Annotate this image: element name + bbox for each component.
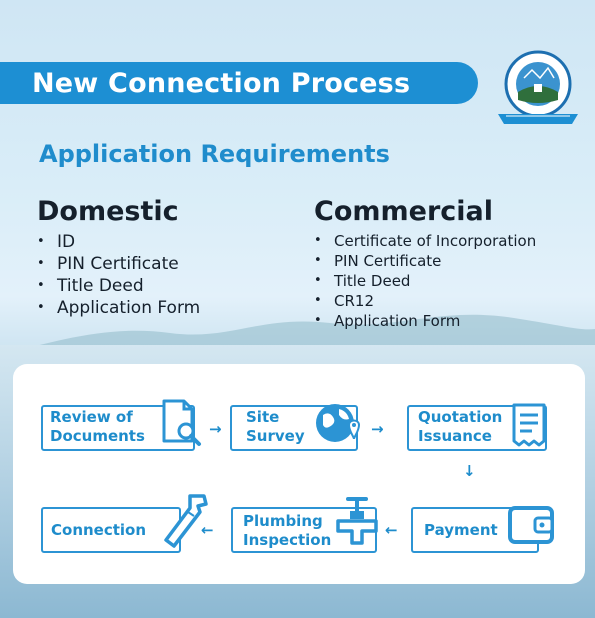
commercial-list: Certificate of Incorporation PIN Certifi… (314, 231, 536, 331)
commercial-heading: Commercial (314, 196, 493, 227)
wrench-icon (164, 494, 208, 548)
receipt-icon (512, 403, 546, 447)
step-connection (41, 507, 181, 553)
list-item: ID (37, 231, 200, 253)
arrow-down-icon: ↓ (463, 462, 476, 480)
list-item: PIN Certificate (314, 251, 536, 271)
list-item: Application Form (314, 311, 536, 331)
list-item: Application Form (37, 297, 200, 319)
pipe-valve-icon (336, 497, 378, 545)
list-item: Certificate of Incorporation (314, 231, 536, 251)
domestic-heading: Domestic (37, 196, 179, 227)
commercial-requirements: Commercial Certificate of Incorporation … (314, 196, 536, 332)
step-label: Site Survey (246, 408, 305, 445)
arrow-left-icon: ← (385, 521, 398, 539)
step-label: Review of Documents (50, 408, 145, 445)
domestic-requirements: Domestic ID PIN Certificate Title Deed A… (37, 196, 200, 320)
globe-location-icon (316, 404, 361, 442)
step-label: Plumbing Inspection (243, 512, 332, 549)
step-label: Connection (51, 521, 147, 539)
list-item: Title Deed (314, 271, 536, 291)
arrow-right-icon: → (371, 420, 384, 438)
domestic-list: ID PIN Certificate Title Deed Applicatio… (37, 231, 200, 319)
company-logo (498, 50, 578, 124)
list-item: CR12 (314, 291, 536, 311)
process-card: Review of Documents → Site Survey → Quot… (13, 364, 585, 584)
section-title: Application Requirements (39, 140, 390, 168)
step-label: Payment (424, 521, 498, 539)
arrow-left-icon: ← (201, 521, 214, 539)
arrow-right-icon: → (209, 420, 222, 438)
page-title: New Connection Process (32, 67, 411, 99)
document-search-icon (162, 399, 201, 446)
wallet-icon (508, 506, 554, 544)
list-item: PIN Certificate (37, 253, 200, 275)
list-item: Title Deed (37, 275, 200, 297)
title-banner: New Connection Process (0, 62, 478, 104)
step-label: Quotation Issuance (418, 408, 503, 445)
